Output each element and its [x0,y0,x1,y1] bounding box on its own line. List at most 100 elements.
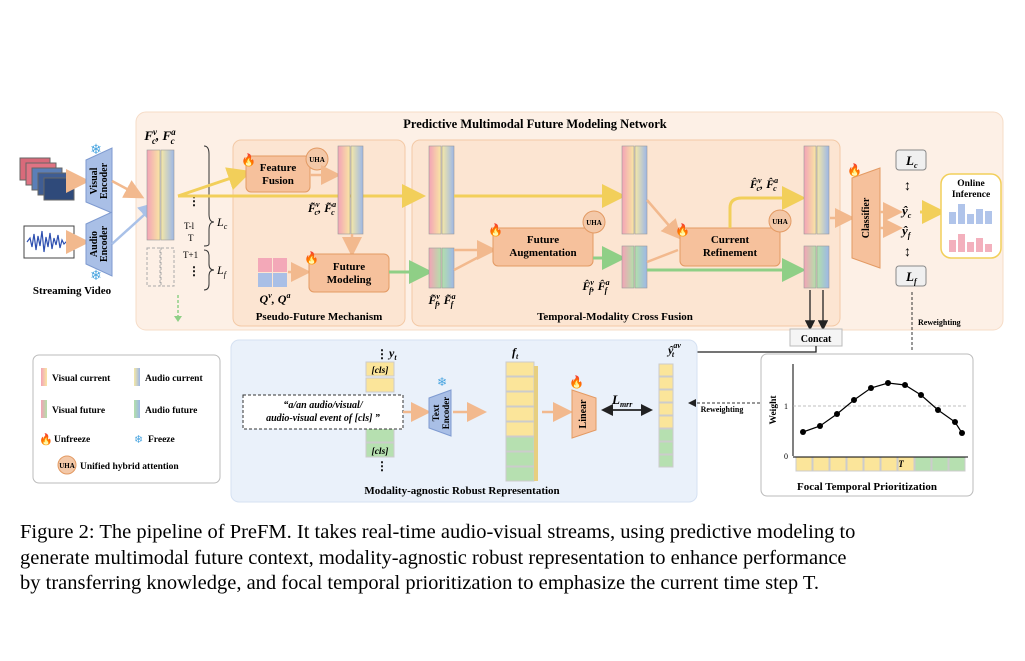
mrr-title: Modality-agnostic Robust Representation [364,485,559,497]
classifier-label: Classifier [861,197,872,238]
final-visual-current [803,145,817,235]
loss-current-box [895,149,927,171]
snowflake-icon: ❄ [90,143,102,158]
classifier [851,167,881,269]
svg-text:UHA: UHA [586,219,602,227]
legend-panel [32,354,221,484]
time-mark-t: T [188,233,194,243]
future-placeholder-tokens [160,247,175,287]
svg-text:UHA: UHA [59,462,75,470]
uha-badge [57,455,77,475]
timeline-cells [795,456,966,472]
svg-text:UHA: UHA [772,218,788,226]
fused-audio-tokens [350,145,364,235]
cf-audio-future [441,247,455,289]
y-current: ŷc [900,203,912,220]
caption-line: by transferring knowledge, and focal tem… [20,572,820,594]
visual-current-tokens [146,149,161,241]
uha-badge [305,147,329,171]
flame-icon: 🔥 [488,223,503,237]
caption-line: Figure 2: The pipeline of PreFM. It take… [20,521,856,543]
streaming-video-label: Streaming Video [33,285,112,297]
brace-loss-future: Lf [216,263,228,279]
tick-one: 1 [784,402,788,411]
query-grid-icon [258,258,287,287]
snowflake-icon: ❄ [134,434,143,446]
audio-encoder-label: AudioEncoder [89,225,110,262]
focal-title: Focal Temporal Prioritization [797,481,937,493]
flame-icon: 🔥 [241,153,256,167]
svg-text:⋮: ⋮ [376,347,388,361]
audio-waveform-icon [23,225,75,259]
loss-future-box [895,265,927,287]
focal-t-marker: T [898,459,904,469]
uha-badge [768,209,792,233]
final-visual-future [803,245,817,289]
query-label: Qv, Qa [260,291,291,306]
mid-visual-future [621,245,635,289]
cls-token-bottom [365,442,395,458]
mid-audio-future [634,245,648,289]
audio-current-tokens [160,149,175,241]
future-brace [203,249,215,291]
y-future: ŷf [900,223,912,240]
weight-points [800,380,965,436]
pipeline-diagram: Predictive Multimodal Future Modeling Ne… [19,111,1004,503]
brace-loss-current: Lc [216,215,228,231]
focal-ylabel: Weight [769,395,779,425]
mrr-y-t: yt [387,346,397,362]
snowflake-icon: ❄ [437,375,447,389]
linear-layer [571,389,597,439]
flame-icon: 🔥 [569,375,584,389]
linear-label: Linear [578,399,589,428]
flame-icon: 🔥 [304,251,319,265]
svg-text:[cls]: [cls] [372,366,389,376]
text-encoder-label: TextEncoder [431,397,451,430]
legend-uha: Unified hybrid attention [80,462,179,472]
loss-mrr: Lmrr [611,392,633,409]
video-frames-icon [19,157,75,201]
text-feature-stack [505,361,538,482]
inference-bars-blue [949,204,992,224]
flame-icon: 🔥 [847,163,862,177]
reweighting-top: Reweighting [918,318,961,327]
future-placeholder-tokens [146,247,161,287]
concat-label: Concat [801,334,832,345]
legend-freeze: Freeze [148,435,175,445]
reweighting-mid: Reweighting [701,405,744,414]
svg-text:↕: ↕ [904,179,911,194]
time-mark-t-minus: T-l [184,221,195,231]
cf-visual-future [428,247,442,289]
mid-visual-current [621,145,635,235]
prompt-text: “a/an audio/visual/audio-visual event of… [266,400,380,424]
cf-visual-current [428,145,442,235]
legend-unfreeze: Unfreeze [54,435,90,445]
pseudo-future-title: Pseudo-Future Mechanism [256,311,383,323]
time-mark-t-plus: T+1 [183,250,198,260]
svg-text:↕: ↕ [904,245,911,260]
svg-text:[cls]: [cls] [372,447,389,457]
uha-badge [582,210,606,234]
future-augmentation-block [492,227,594,267]
caption-line: generate multimodal future context, moda… [20,546,847,569]
future-modeling-block [308,253,390,293]
loss-future: Lf [905,269,918,286]
cf-audio-current [441,145,455,235]
svg-text:⋮: ⋮ [188,264,200,278]
legend-audio-future: Audio future [145,406,197,416]
final-audio-current [816,145,830,235]
figure-caption: Figure 2: The pipeline of PreFM. It take… [20,520,1010,597]
mid-audio-current [634,145,648,235]
visual-encoder-label: VisualEncoder [89,162,110,199]
legend-audio-current: Audio current [145,374,203,384]
